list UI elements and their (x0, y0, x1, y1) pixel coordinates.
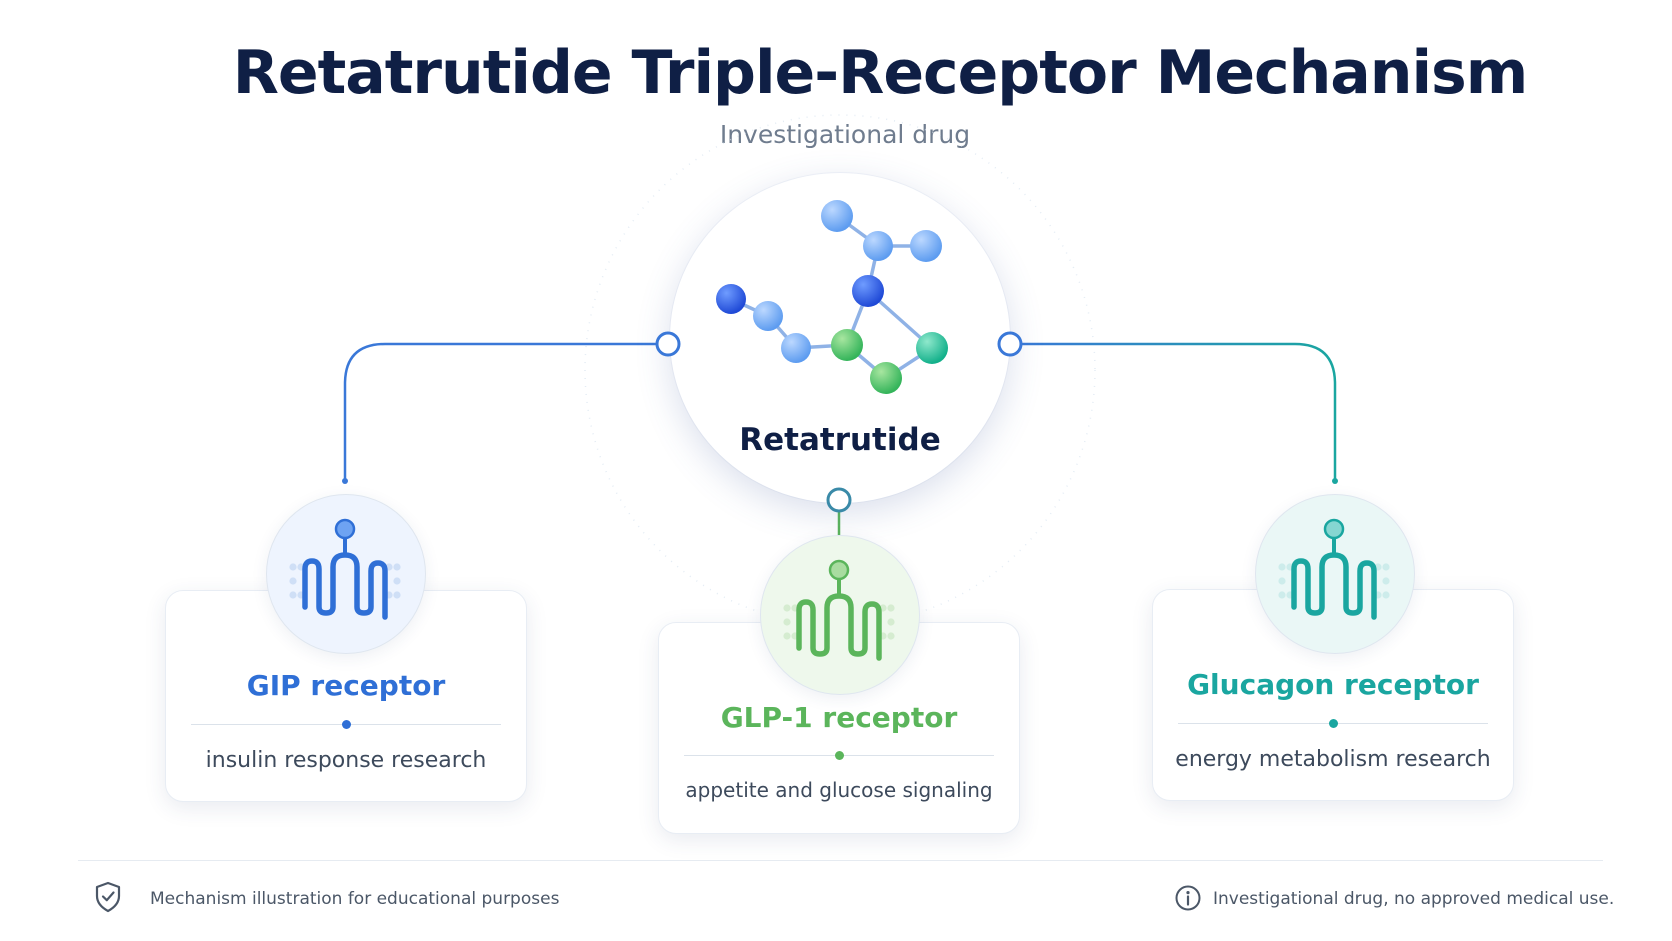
gpcr-receptor-icon (783, 559, 895, 661)
molecule-icon (716, 200, 948, 394)
card-glp1-receptor: GLP-1 receptor appetite and glucose sign… (658, 622, 1020, 834)
footer-disclaimer-left: Mechanism illustration for educational p… (150, 889, 560, 909)
card-divider-dot (341, 720, 351, 729)
card-divider-dot (834, 751, 844, 760)
footer-divider (78, 860, 1603, 861)
gip-receptor-description: insulin response research (205, 748, 487, 773)
gpcr-receptor-icon (1278, 518, 1390, 620)
connector-glucagon-end (1332, 478, 1338, 484)
retatrutide-label: Retatrutide (739, 422, 941, 458)
glp1-receptor-title: GLP-1 receptor (720, 701, 958, 734)
page-title: Retatrutide Triple-Receptor Mechanism (232, 38, 1529, 108)
footer-disclaimer-right: Investigational drug, no approved medica… (1213, 889, 1615, 909)
gpcr-receptor-icon (289, 518, 401, 620)
connector-gip (343, 342, 668, 480)
card-divider-dot (1328, 719, 1338, 728)
glucagon-receptor-badge (1255, 494, 1415, 654)
glucagon-receptor-title: Glucagon receptor (1187, 668, 1479, 701)
gip-receptor-badge (266, 494, 426, 654)
connector-glucagon (1012, 342, 1337, 480)
glucagon-receptor-description: energy metabolism research (1175, 747, 1491, 772)
glp1-receptor-description: appetite and glucose signaling (685, 778, 993, 802)
shield-check-icon (95, 881, 121, 913)
glp1-receptor-badge (760, 535, 920, 695)
info-icon (1175, 885, 1201, 911)
gip-receptor-title: GIP receptor (246, 669, 446, 702)
connector-gip-end (342, 478, 348, 484)
page-subtitle: Investigational drug (719, 120, 971, 149)
